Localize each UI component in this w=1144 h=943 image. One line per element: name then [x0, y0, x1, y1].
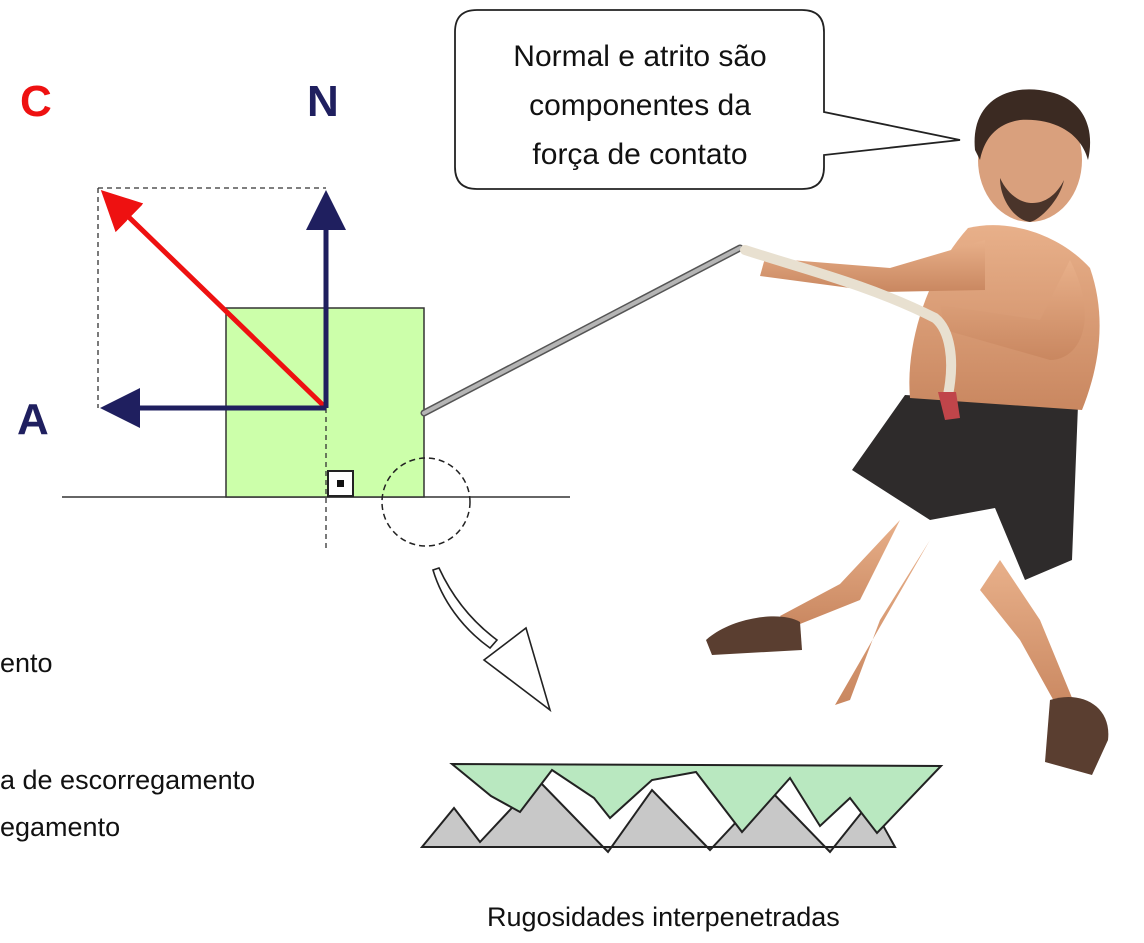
label-contact-force: C [20, 77, 52, 126]
text-line-1: ento [0, 648, 53, 678]
person-figure [706, 89, 1109, 775]
speech-line-1: Normal e atrito são [513, 40, 766, 73]
text-line-2: a de escorregamento [0, 765, 255, 795]
text-line-3: egamento [0, 812, 120, 842]
right-angle-marker [327, 470, 354, 497]
label-friction-force: A [17, 395, 49, 444]
speech-line-2: componentes da [529, 89, 751, 122]
zoom-circle [381, 457, 471, 547]
contact-force-vector [100, 190, 328, 410]
roughness-caption: Rugosidades interpenetradas [487, 902, 840, 932]
zoom-arrow [432, 567, 552, 713]
label-normal-force: N [307, 77, 339, 126]
parallelogram-guides [97, 187, 327, 548]
speech-bubble [454, 9, 961, 190]
roughness-detail [419, 762, 944, 854]
speech-line-3: força de contato [532, 138, 747, 171]
